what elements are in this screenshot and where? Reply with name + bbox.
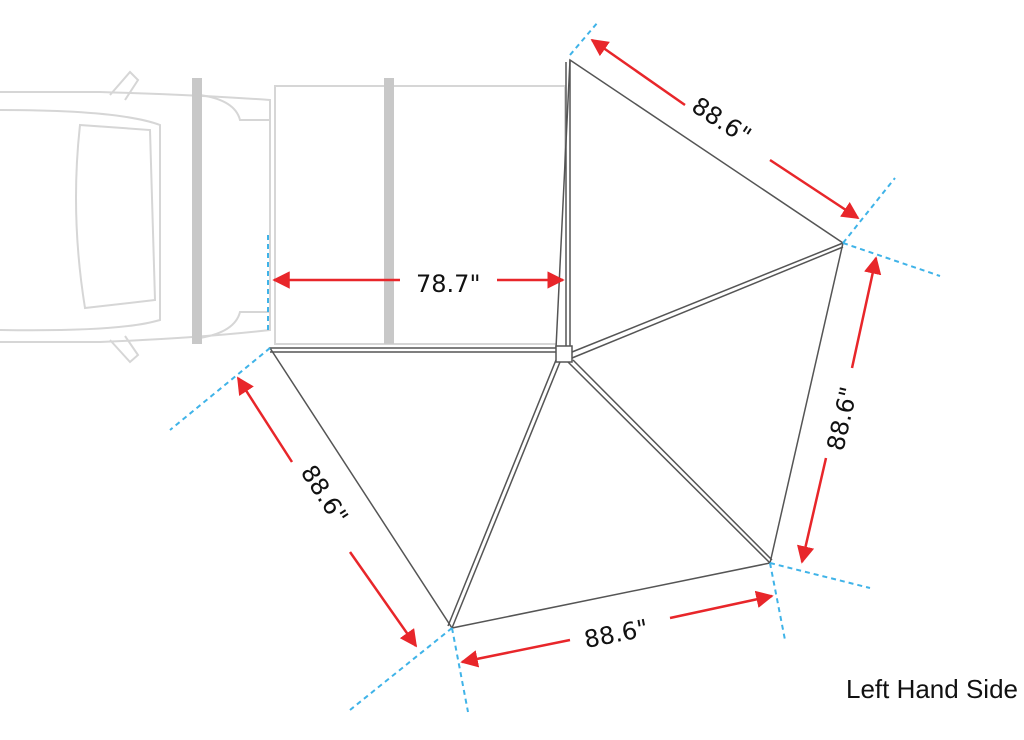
vehicle-outline: [0, 70, 566, 364]
right-edge-label: 88.6": [822, 384, 864, 453]
roof-bar-front: [192, 78, 202, 344]
depth-label: 78.7": [416, 270, 480, 298]
top-edge-label: 88.6": [687, 92, 756, 151]
left-edge-label: 88.6": [295, 460, 354, 529]
awning-outline: [268, 58, 844, 629]
roof-bar-rear: [384, 78, 394, 344]
caption: Left Hand Side: [845, 674, 1018, 704]
bottom-edge-label: 88.6": [582, 614, 651, 654]
dimension-arrows: [236, 38, 882, 668]
guide-lines: [169, 21, 941, 713]
